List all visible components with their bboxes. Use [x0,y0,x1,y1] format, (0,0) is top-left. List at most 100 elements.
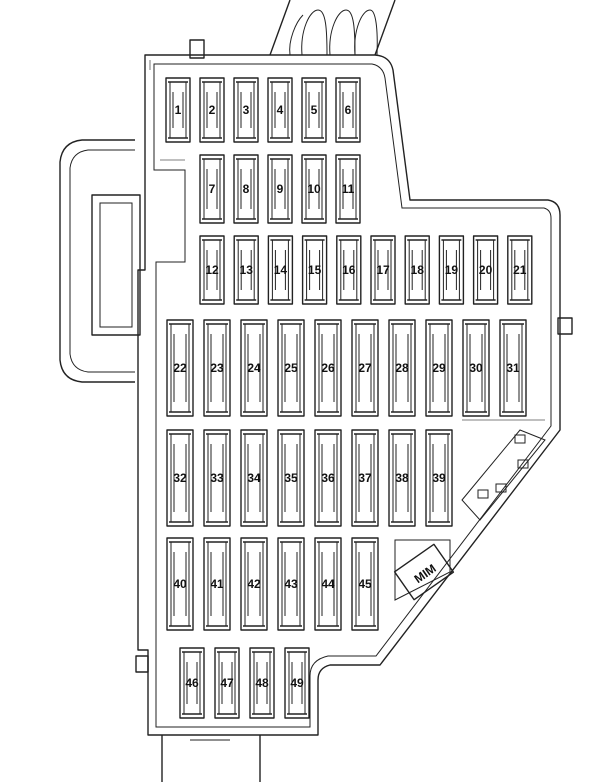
fuse-label: 6 [345,103,352,117]
top-wire-harness [269,0,396,56]
fuse-2: 2 [199,77,225,143]
fuse-49: 49 [284,647,310,719]
fuse-body [240,319,268,417]
fuse-22: 22 [166,319,194,417]
fuse-35: 35 [277,429,305,527]
fuse-20: 20 [472,235,499,305]
fuse-label: 1 [175,103,182,117]
fuse-9: 9 [267,154,293,224]
fuse-label: 31 [506,361,520,375]
fuse-25: 25 [277,319,305,417]
fuse-46: 46 [179,647,205,719]
fuse-body [351,537,379,631]
fuse-label: 7 [209,182,216,196]
fuse-label: 27 [358,361,372,375]
fuse-label: 14 [274,263,288,277]
fuse-10: 10 [301,154,327,224]
fuse-48: 48 [249,647,275,719]
top-pin [189,39,205,59]
fuse-30: 30 [462,319,490,417]
fuse-body [233,235,259,305]
fuse-label: 4 [277,103,284,117]
fuse-body [335,77,361,143]
fuse-label: 5 [311,103,318,117]
fuse-body [267,235,294,305]
fuse-body [301,235,328,305]
fuse-label: 41 [210,577,224,591]
fuse-26: 26 [314,319,342,417]
fuse-label: 49 [290,676,304,690]
fuse-14: 14 [267,235,294,305]
fuse-44: 44 [314,537,342,631]
fuse-label: 43 [284,577,298,591]
bottom-left-pin [135,655,149,673]
fuse-body [499,319,527,417]
left-bracket [59,139,141,383]
fuse-19: 19 [438,235,465,305]
fuse-label: 30 [469,361,483,375]
fuse-body [165,77,191,143]
fuse-label: 39 [432,471,446,485]
fuse-label: 36 [321,471,335,485]
fuse-label: 22 [173,361,187,375]
fuse-body [267,154,293,224]
fuse-41: 41 [203,537,231,631]
relay-label: MIM [412,561,439,586]
fuse-5: 5 [301,77,327,143]
fuse-body [425,429,453,527]
fuse-40: 40 [166,537,194,631]
fuse-label: 25 [284,361,298,375]
fuse-body [277,429,305,527]
fuse-23: 23 [203,319,231,417]
fuse-42: 42 [240,537,268,631]
fuse-label: 34 [247,471,261,485]
fuse-body [336,235,362,305]
fuse-6: 6 [335,77,361,143]
fuse-label: 32 [173,471,187,485]
fuse-body [233,77,259,143]
fuse-body [166,537,194,631]
fuse-29: 29 [425,319,453,417]
fuse-body [277,537,305,631]
fuse-label: 46 [185,676,199,690]
fuse-label: 47 [220,676,234,690]
fuse-label: 48 [255,676,269,690]
fuse-body [314,429,342,527]
fuse-3: 3 [233,77,259,143]
fuse-body [199,154,225,224]
fuse-body [199,235,225,305]
fuse-body [284,647,310,719]
fuse-label: 37 [358,471,372,485]
fuse-body [301,154,327,224]
fuse-box-inner-border [153,63,552,728]
fuse-body [388,429,416,527]
relay-connector: MIM [393,419,546,601]
fuse-label: 20 [479,263,493,277]
fuse-label: 15 [308,263,322,277]
fuse-43: 43 [277,537,305,631]
fuse-label: 12 [205,263,219,277]
fuse-label: 21 [513,263,527,277]
fuse-39: 39 [425,429,453,527]
fuse-label: 9 [277,182,284,196]
fuse-label: 3 [243,103,250,117]
fuse-label: 29 [432,361,446,375]
fuse-body [335,154,361,224]
fuse-body [203,319,231,417]
fuse-33: 33 [203,429,231,527]
fuse-4: 4 [267,77,293,143]
fuse-27: 27 [351,319,379,417]
fuse-label: 13 [240,263,254,277]
fuse-11: 11 [335,154,361,224]
fuse-17: 17 [370,235,396,305]
fuse-body [370,235,396,305]
fuse-body [507,235,533,305]
bottom-cable [161,735,261,782]
fuse-36: 36 [314,429,342,527]
fuse-body [314,319,342,417]
fuse-body [179,647,205,719]
fuse-label: 38 [395,471,409,485]
fuse-body [425,319,453,417]
fuse-24: 24 [240,319,268,417]
